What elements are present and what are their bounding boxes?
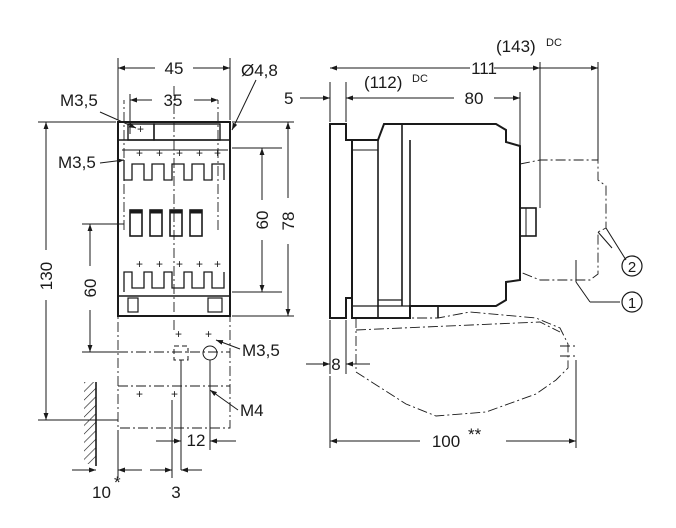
svg-text:+: + [171, 387, 178, 401]
svg-text:+: + [137, 122, 144, 136]
dim-112: (112) [364, 73, 402, 92]
side-view [329, 123, 613, 417]
svg-text:+: + [205, 327, 212, 341]
dim-130: 130 [37, 262, 56, 290]
label-m35-top: M3,5 [60, 91, 98, 110]
svg-text:+: + [196, 257, 203, 271]
contact-slots [129, 209, 203, 237]
auxiliary-block-outline [355, 311, 569, 417]
label-m4: M4 [240, 401, 264, 420]
svg-text:+: + [156, 257, 163, 271]
dim-60-left: 60 [81, 279, 100, 298]
svg-text:+: + [136, 146, 143, 160]
dim-5: 5 [284, 89, 293, 108]
svg-text:+: + [136, 387, 143, 401]
dim-112-dc: DC [412, 73, 428, 85]
mounting-foot [329, 123, 353, 319]
dim-8: 8 [331, 355, 340, 374]
svg-text:+: + [176, 146, 183, 160]
side-body-outline [351, 123, 521, 319]
dim-80: 80 [465, 89, 484, 108]
mounting-plate-outline [117, 315, 231, 429]
callout-2-label: 2 [628, 259, 636, 276]
callout-1-label: 1 [628, 295, 636, 312]
dim-10-footnote-mark: * [114, 473, 121, 492]
dim-10: 10 [92, 483, 111, 502]
top-label-block [153, 123, 221, 141]
dim-3: 3 [171, 483, 180, 502]
dim-45: 45 [165, 59, 184, 78]
upper-screw-marks: + + + + + + [136, 122, 221, 160]
dim-111: 111 [471, 59, 497, 78]
svg-text:+: + [176, 257, 183, 271]
callout-1-circle [621, 291, 643, 313]
front-dimensions: 45 35 Ø4,8 M3,5 M3,5 60 78 130 [37, 58, 298, 502]
dim-100: 100 [432, 432, 460, 451]
svg-text:+: + [214, 257, 221, 271]
callout-2-circle [621, 255, 643, 277]
svg-text:+: + [214, 146, 221, 160]
svg-text:+: + [175, 327, 182, 341]
svg-text:+: + [136, 257, 143, 271]
lower-terminal-row [123, 271, 225, 292]
dc-extension-outline [519, 159, 607, 281]
dim-35: 35 [164, 91, 183, 110]
plunger [519, 207, 537, 237]
label-m35-bottom: M3,5 [242, 341, 280, 360]
dim-143-dc: DC [546, 37, 562, 49]
dim-78: 78 [279, 212, 298, 231]
dim-100-footnote-mark: ** [468, 425, 482, 444]
dim-hole-diameter: Ø4,8 [241, 61, 278, 80]
svg-text:+: + [196, 146, 203, 160]
label-m35-mid: M3,5 [58, 153, 96, 172]
side-dimensions: 5 111 (112) DC 80 (143) DC 8 100 ** [284, 37, 643, 451]
dim-60-inner: 60 [253, 211, 272, 230]
dim-12: 12 [187, 431, 206, 450]
upper-terminal-row [123, 160, 225, 181]
lower-screw-marks: + + + + + [136, 257, 221, 271]
dim-143: (143) [496, 37, 536, 56]
svg-text:+: + [156, 146, 163, 160]
front-view: + + + + + + + + + + + + + + + [84, 86, 231, 470]
wall-hatch [84, 382, 96, 464]
